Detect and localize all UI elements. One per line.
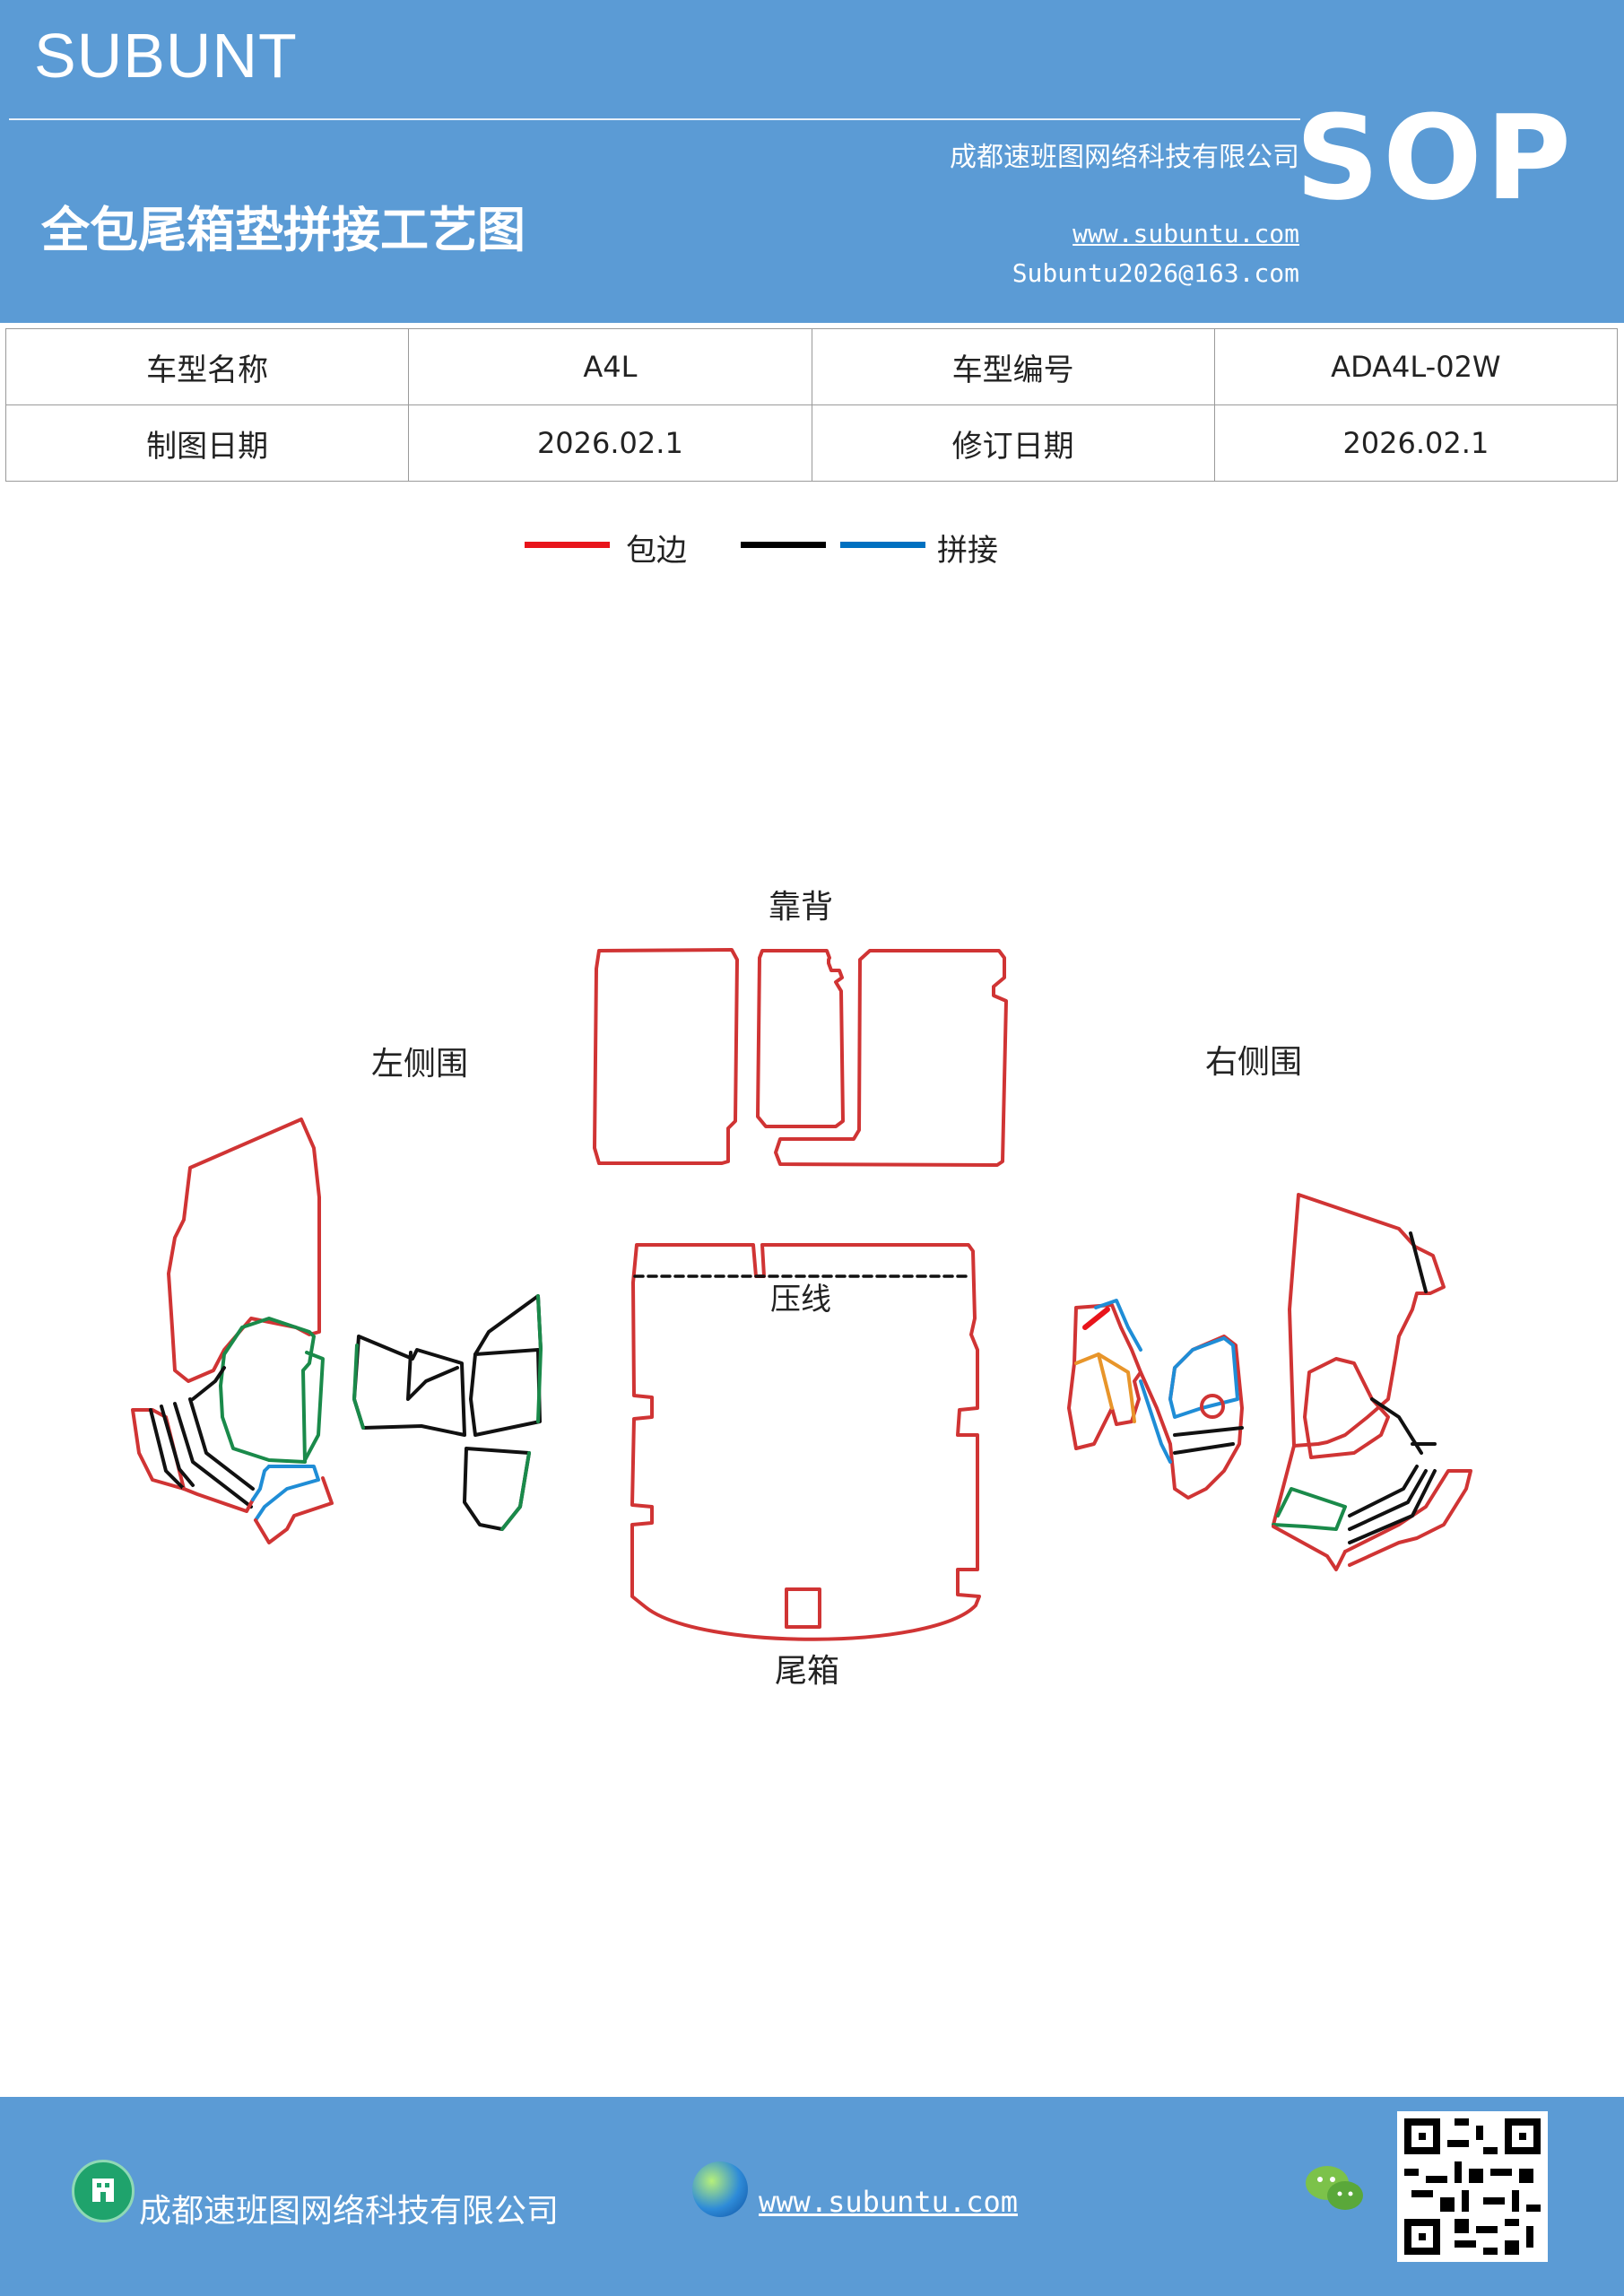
left-strip-outer [131, 1408, 186, 1491]
right-small-blue-edge [1094, 1299, 1142, 1352]
left-lower-green-edge [500, 1451, 531, 1531]
left-strip-4 [188, 1397, 255, 1491]
model-name-label: 车型名称 [4, 328, 410, 405]
trunk-floor-outline [630, 1243, 981, 1641]
left-blue-edge [251, 1465, 271, 1501]
table-row: 制图日期 2026.02.1 修订日期 2026.02.1 [4, 404, 1619, 482]
right-bottom-edge [1272, 1525, 1347, 1571]
backrest-label: 靠背 [769, 889, 833, 926]
backrest-middle-panel [756, 949, 845, 1128]
right-mid-splice [1173, 1426, 1244, 1437]
left-mid-panel [219, 1317, 316, 1464]
trunk-label: 尾箱 [775, 1653, 839, 1690]
backrest-right-panel [774, 949, 1008, 1167]
right-red-mark [1082, 1307, 1110, 1330]
left-black-notch [406, 1351, 459, 1401]
document-title: 全包尾箱垫拼接工艺图 [41, 201, 525, 258]
table-row: 车型名称 A4L 车型编号 ADA4L-02W [4, 328, 1619, 405]
right-mid-blue-edge [1139, 1379, 1172, 1464]
left-top-panel [473, 1294, 543, 1356]
left-strip-5 [191, 1366, 226, 1401]
left-quad-panel [469, 1348, 542, 1437]
right-strip-1 [1348, 1469, 1437, 1544]
right-side-pieces [1067, 1193, 1472, 1571]
legend-splice-blue-swatch [840, 542, 925, 548]
right-small-panel [1067, 1303, 1142, 1450]
header-banner: SUBUNT 成都速班图网络科技有限公司 全包尾箱垫拼接工艺图 SOP www.… [0, 0, 1624, 323]
backrest-left-panel [593, 948, 739, 1165]
right-lower-edge [1272, 1444, 1296, 1526]
model-name-value: A4L [408, 328, 812, 405]
revision-date-label: 修订日期 [811, 404, 1215, 482]
footer-banner: 成都速班图网络科技有限公司 www.subuntu.com [0, 2097, 1624, 2296]
sop-badge: SOP [1295, 90, 1575, 226]
left-strip-3 [173, 1402, 253, 1509]
header-divider [9, 118, 1300, 120]
wechat-icon [1304, 2161, 1367, 2215]
left-mid-edge [303, 1351, 325, 1462]
legend-edge-label: 包边 [626, 533, 687, 569]
right-upper-panel [1288, 1193, 1446, 1448]
right-orange-edge [1074, 1352, 1136, 1423]
left-upper-panel [167, 1118, 321, 1383]
left-bottom-panel [254, 1476, 334, 1544]
right-strip-3 [1348, 1465, 1419, 1518]
press-line-label: 压线 [770, 1282, 831, 1318]
right-inner-panel [1303, 1357, 1390, 1459]
model-code-value: ADA4L-02W [1213, 328, 1619, 405]
building-icon [72, 2160, 135, 2222]
globe-icon [692, 2161, 748, 2217]
right-orange-edge-2 [1097, 1352, 1114, 1410]
left-strip-2 [160, 1405, 195, 1487]
trunk-notch [785, 1587, 821, 1629]
left-black-green-edge [352, 1344, 365, 1430]
trunk-floor [630, 1243, 981, 1641]
right-mid-hole [1200, 1394, 1225, 1419]
left-strip-1 [149, 1408, 186, 1491]
backrest-pieces [593, 948, 1008, 1167]
draw-date-value: 2026.02.1 [408, 404, 812, 482]
left-blue-edge-2 [254, 1465, 320, 1522]
vehicle-info-table: 车型名称 A4L 车型编号 ADA4L-02W 制图日期 2026.02.1 修… [4, 328, 1619, 482]
right-strip-2 [1348, 1469, 1428, 1531]
right-upper-splice [1409, 1231, 1428, 1293]
left-green-edge [536, 1294, 543, 1423]
revision-date-value: 2026.02.1 [1213, 404, 1619, 482]
left-side-pieces [131, 1118, 543, 1544]
footer-website-link[interactable]: www.subuntu.com [759, 2185, 1018, 2219]
qr-code [1397, 2111, 1548, 2262]
website-link[interactable]: www.subuntu.com [1073, 219, 1299, 248]
left-side-label: 左侧围 [371, 1046, 468, 1083]
company-name: 成都速班图网络科技有限公司 [950, 142, 1299, 173]
right-mid-splice-2 [1173, 1442, 1235, 1455]
right-mid-panel [1139, 1335, 1244, 1500]
right-side-label: 右侧围 [1205, 1044, 1302, 1081]
right-splice-1 [1370, 1397, 1423, 1455]
right-mid-blue-panel [1168, 1336, 1239, 1419]
draw-date-label: 制图日期 [4, 404, 410, 482]
footer-company-name: 成都速班图网络科技有限公司 [139, 2193, 560, 2230]
right-green-panel [1272, 1487, 1347, 1531]
legend-splice-label: 拼接 [937, 533, 998, 569]
left-lower-panel [463, 1447, 531, 1531]
mat-layout-diagram: 靠背 左侧围 右侧围 压线 尾箱 [131, 889, 1472, 1690]
legend: 包边 拼接 [0, 520, 1624, 574]
email-address: Subuntu2026@163.com [1012, 258, 1299, 288]
legend-splice-black-swatch [741, 542, 826, 548]
model-code-label: 车型编号 [811, 328, 1215, 405]
legend-edge-swatch [525, 542, 610, 548]
left-strip-edge [182, 1487, 255, 1513]
brand-name: SUBUNT [34, 21, 298, 91]
